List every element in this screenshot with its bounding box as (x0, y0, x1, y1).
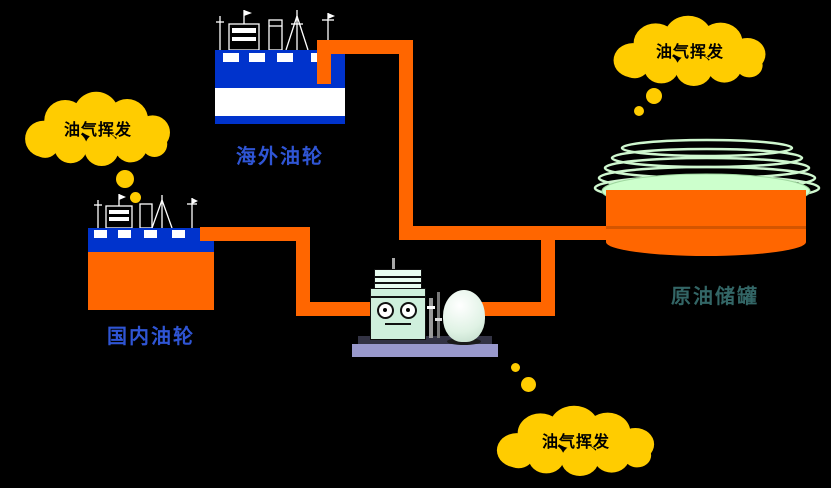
cloud-bubble-small (130, 192, 141, 203)
cloud-bubble-small (511, 363, 520, 372)
pump-valve-mark (427, 306, 435, 309)
cloud-bubble-large (116, 170, 134, 188)
pump-base (352, 344, 498, 357)
overseas-ship-hull-lower (215, 88, 345, 116)
crude-oil-tank-label: 原油储罐 (671, 284, 759, 308)
deck-structure (249, 53, 265, 62)
deck-structure (277, 53, 293, 62)
cloud-shape (613, 15, 766, 86)
overseas-ship-superstructure (213, 4, 347, 52)
pump-valve-stem (429, 298, 433, 338)
pipe-to-tank-horizontal (399, 226, 616, 240)
pipe-domestic-horizontal (200, 227, 310, 241)
tank-body (606, 190, 806, 256)
pump-valve-stem (437, 292, 440, 338)
pipe-pump-right-horizontal (470, 302, 555, 316)
cloud-bubble-small (634, 106, 644, 116)
deck-structure (144, 230, 157, 238)
pump-dome (443, 290, 485, 342)
overseas-ship-waterline (215, 116, 345, 124)
cloud-text-top-right: 油气挥发 (655, 42, 724, 61)
pump-body-line (371, 296, 425, 298)
vapor-cloud-left: 油气挥发 (16, 90, 180, 166)
pump-valve-mark (435, 318, 442, 321)
domestic-ship-superstructure (90, 190, 214, 230)
vapor-cloud-top-right: 油气挥发 (604, 14, 776, 86)
cloud-shape (25, 91, 170, 166)
domestic-ship-hull (88, 228, 214, 253)
deck-structure (172, 230, 185, 238)
domestic-dock-tank (88, 252, 214, 310)
pump-platform (358, 336, 492, 346)
cloud-bubble-large (646, 88, 662, 104)
pipe-top-horizontal (317, 40, 413, 54)
cloud-text-left: 油气挥发 (63, 120, 132, 139)
pump-cap-line (375, 276, 421, 278)
pipe-right-vertical (399, 40, 413, 240)
deck-structure (223, 53, 239, 62)
deck-structure (94, 230, 107, 238)
pipe-left-vertical (296, 227, 310, 316)
domestic-tanker-label: 国内油轮 (107, 324, 195, 348)
pump-body-line (385, 323, 411, 325)
tank-body-seam (606, 226, 806, 229)
pump-body (370, 288, 426, 340)
overseas-tanker-label: 海外油轮 (236, 144, 324, 168)
pump-gauge-right (400, 302, 417, 319)
cloud-bubble-large (521, 377, 536, 392)
pipe-to-pump-horizontal (296, 302, 372, 316)
pipe-pump-right-vertical (541, 226, 555, 316)
pump-antenna (392, 258, 395, 271)
cloud-text-bottom: 油气挥发 (541, 432, 610, 451)
cloud-shape (496, 405, 655, 476)
vapor-cloud-bottom: 油气挥发 (487, 404, 665, 476)
pump-gauge-left (377, 302, 394, 319)
deck-structure (118, 230, 131, 238)
pump-cap-line (375, 282, 421, 284)
